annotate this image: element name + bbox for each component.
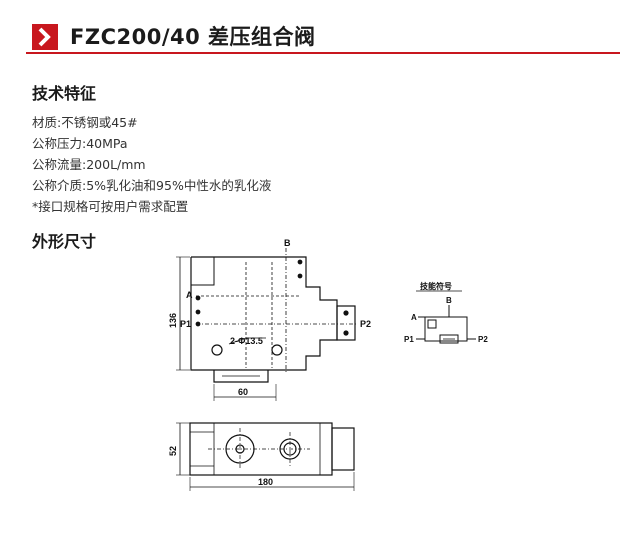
spec-material: 材质:不锈钢或45#: [32, 115, 138, 130]
symbol-port-b: B: [446, 296, 452, 305]
bottom-length-dimension: 180: [258, 477, 273, 487]
front-port-b-label: B: [284, 238, 291, 248]
features-heading: 技术特征: [32, 84, 97, 103]
front-port-p1-label: P1: [180, 319, 191, 329]
front-height-dimension: 136: [168, 313, 178, 328]
symbol-port-p2: P2: [478, 335, 488, 344]
front-width-dimension: 60: [238, 387, 248, 397]
symbol-title: 技能符号: [420, 281, 452, 291]
spec-note: *接口规格可按用户需求配置: [32, 199, 189, 214]
front-port-a-label: A: [186, 290, 193, 300]
features-list: 材质:不锈钢或45# 公称压力:40MPa 公称流量:200L/mm 公称介质:…: [32, 112, 271, 217]
hydraulic-symbol: [416, 290, 476, 344]
spec-pressure: 公称压力:40MPa: [32, 136, 128, 151]
chevron-right-icon: [32, 24, 58, 50]
symbol-port-p1: P1: [404, 335, 414, 344]
front-port-p2-label: P2: [360, 319, 371, 329]
spec-medium: 公称介质:5%乳化油和95%中性水的乳化液: [32, 178, 272, 193]
symbol-port-a: A: [411, 313, 417, 322]
dimensions-heading: 外形尺寸: [32, 232, 97, 251]
front-hole-note: 2-Φ13.5: [230, 336, 263, 346]
page-title: FZC200/40 差压组合阀: [70, 25, 316, 49]
front-view-drawing: [176, 248, 356, 401]
bottom-height-dimension: 52: [168, 446, 178, 456]
header-divider: [26, 52, 620, 54]
spec-flow: 公称流量:200L/mm: [32, 157, 146, 172]
bottom-view-drawing: [176, 422, 355, 491]
page-header: FZC200/40 差压组合阀: [26, 22, 620, 54]
